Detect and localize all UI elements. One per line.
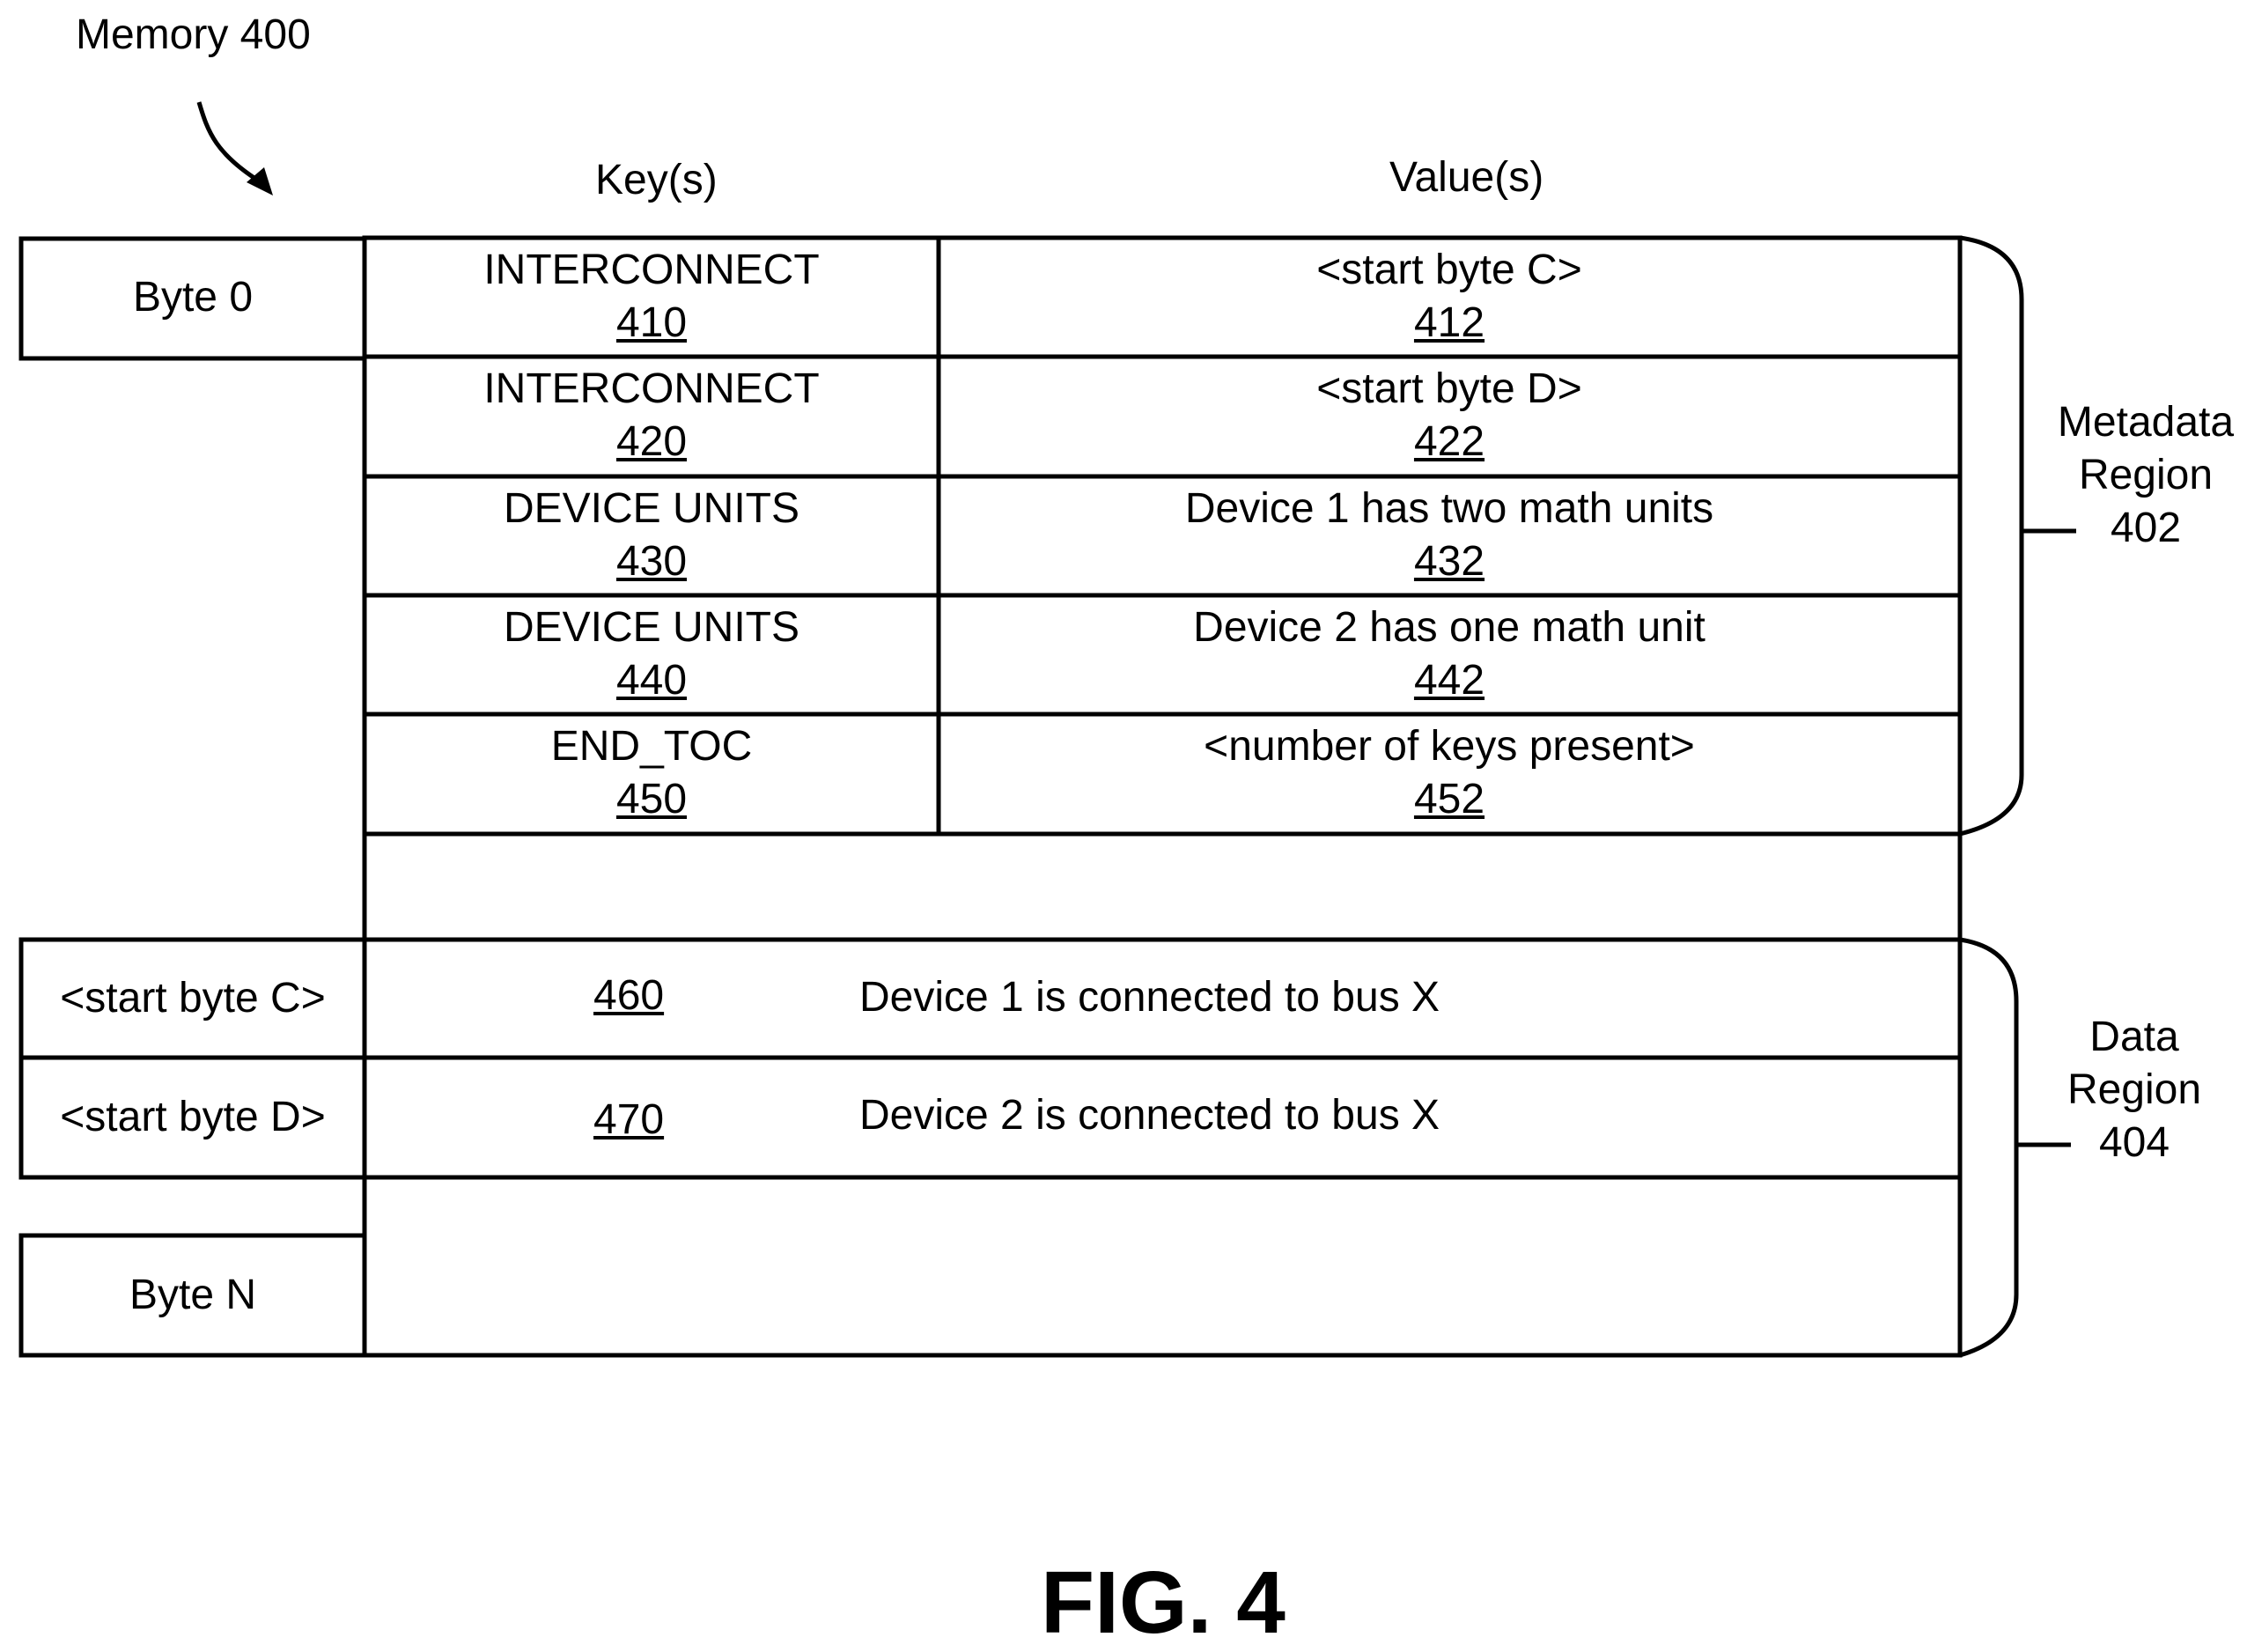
key-text: DEVICE UNITS xyxy=(504,604,799,651)
key-cell: DEVICE UNITS 440 xyxy=(365,601,939,707)
value-ref: 442 xyxy=(939,654,1960,707)
metadata-region-ref: 402 xyxy=(2044,502,2247,555)
value-ref: 452 xyxy=(939,773,1960,826)
memory-arrow-line xyxy=(199,102,262,183)
key-ref: 440 xyxy=(365,654,939,707)
key-cell: END_TOC 450 xyxy=(365,720,939,826)
byte0-label: Byte 0 xyxy=(21,271,365,324)
metadata-brace xyxy=(1960,238,2022,834)
value-text: <number of keys present> xyxy=(1204,723,1695,770)
value-cell: <start byte C> 412 xyxy=(939,244,1960,350)
value-ref: 422 xyxy=(939,416,1960,468)
metadata-region-label: Metadata Region 402 xyxy=(2044,396,2247,555)
data-row-text: Device 1 is connected to bus X xyxy=(859,977,1440,1019)
data-brace xyxy=(1960,940,2016,1355)
key-cell: INTERCONNECT 420 xyxy=(365,363,939,468)
value-text: <start byte D> xyxy=(1316,365,1581,412)
figure-label: FIG. 4 xyxy=(1041,1559,1286,1647)
key-ref: 420 xyxy=(365,416,939,468)
start-byte-c-label: <start byte C> xyxy=(21,972,365,1025)
key-cell: INTERCONNECT 410 xyxy=(365,244,939,350)
key-text: INTERCONNECT xyxy=(483,365,819,412)
data-region-line2: Region xyxy=(2046,1064,2222,1117)
data-region-ref: 404 xyxy=(2046,1117,2222,1169)
metadata-region-line1: Metadata xyxy=(2044,396,2247,449)
data-region-label: Data Region 404 xyxy=(2046,1011,2222,1169)
value-text: Device 1 has two math units xyxy=(1185,485,1713,532)
value-cell: <number of keys present> 452 xyxy=(939,720,1960,826)
data-row-ref: 460 xyxy=(593,975,664,1017)
start-byte-d-label: <start byte D> xyxy=(21,1091,365,1144)
key-ref: 410 xyxy=(365,297,939,350)
memory-label: Memory 400 xyxy=(76,14,311,56)
data-region-line1: Data xyxy=(2046,1011,2222,1064)
byte-n-label: Byte N xyxy=(21,1269,365,1322)
value-cell: <start byte D> 422 xyxy=(939,363,1960,468)
value-text: Device 2 has one math unit xyxy=(1193,604,1706,651)
data-row-text: Device 2 is connected to bus X xyxy=(859,1095,1440,1137)
keys-header: Key(s) xyxy=(595,159,718,202)
value-ref: 412 xyxy=(939,297,1960,350)
key-text: DEVICE UNITS xyxy=(504,485,799,532)
values-header: Value(s) xyxy=(1389,157,1543,199)
value-ref: 432 xyxy=(939,535,1960,588)
key-ref: 430 xyxy=(365,535,939,588)
value-text: <start byte C> xyxy=(1316,247,1581,293)
key-ref: 450 xyxy=(365,773,939,826)
key-text: END_TOC xyxy=(551,723,753,770)
metadata-region-line2: Region xyxy=(2044,449,2247,502)
value-cell: Device 1 has two math units 432 xyxy=(939,483,1960,588)
key-cell: DEVICE UNITS 430 xyxy=(365,483,939,588)
key-text: INTERCONNECT xyxy=(483,247,819,293)
memory-arrow-head xyxy=(247,167,273,195)
data-row-ref: 470 xyxy=(593,1099,664,1141)
value-cell: Device 2 has one math unit 442 xyxy=(939,601,1960,707)
